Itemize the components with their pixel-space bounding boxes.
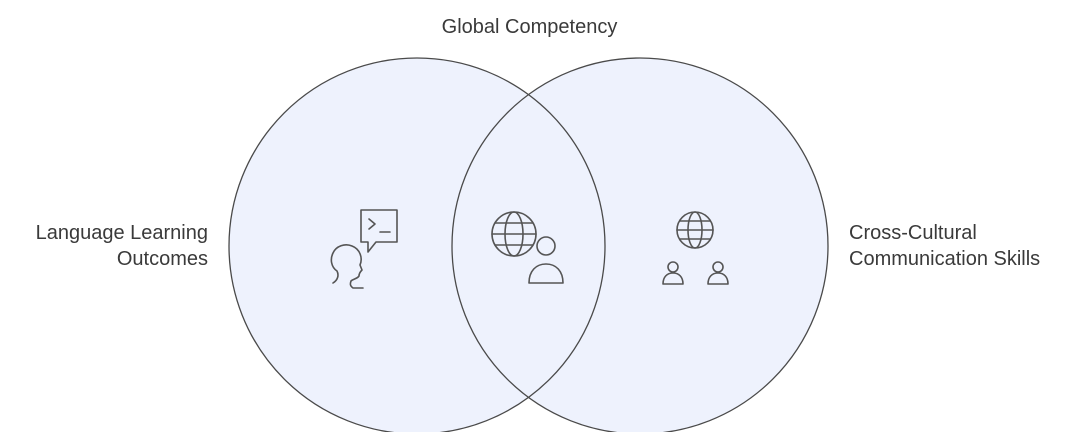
right-circle xyxy=(451,57,829,432)
diagram-title: Global Competency xyxy=(441,16,618,38)
right-set-label-line2: Communication Skills xyxy=(849,248,1041,270)
left-set-label-line2: Outcomes xyxy=(116,248,208,270)
globe-user-icon xyxy=(491,211,564,284)
right-circle-fill xyxy=(452,58,828,432)
right-set-label: Cross-Cultural Communication Skills xyxy=(849,220,1040,272)
left-set-label: Language Learning Outcomes xyxy=(36,220,208,272)
left-set-label-line1: Language Learning xyxy=(35,222,208,244)
speaking-person-icon xyxy=(330,209,398,289)
left-circle xyxy=(228,57,606,432)
globe-with-people-icon xyxy=(662,211,729,285)
right-set-label-line1: Cross-Cultural xyxy=(849,222,977,244)
